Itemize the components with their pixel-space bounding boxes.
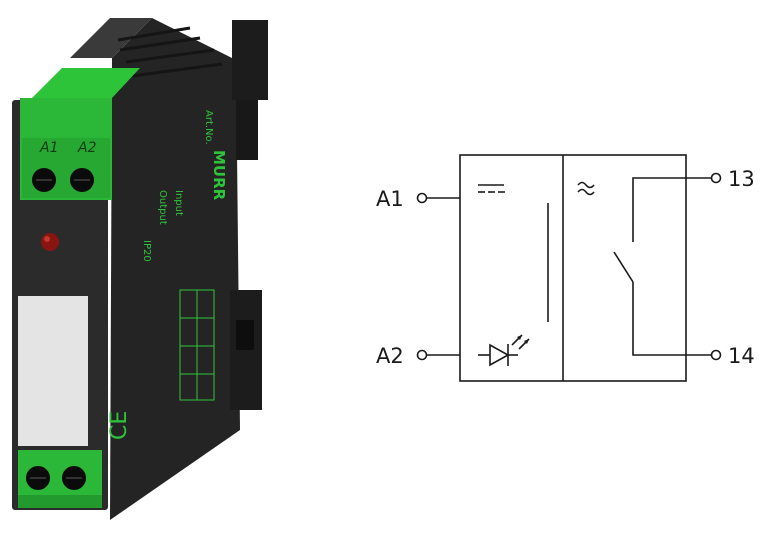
side-markings: Art.No. Input Output IP20 <box>141 110 214 262</box>
terminal-13 <box>710 172 722 184</box>
housing-top <box>70 18 152 58</box>
output-contact-icon <box>613 177 712 356</box>
terminal-label-a2: A2 <box>77 140 97 156</box>
ac-output-icon <box>577 181 595 196</box>
din-rail-clip <box>230 20 268 410</box>
marking-ip: IP20 <box>141 240 152 262</box>
label-plate <box>18 296 88 446</box>
label-a2: A2 <box>376 344 404 368</box>
marking-input: Input <box>173 190 184 216</box>
marking-artno: Art.No. <box>203 110 214 145</box>
led-symbol-icon <box>478 334 530 367</box>
status-led <box>41 233 59 251</box>
bottom-terminal-block <box>18 450 102 508</box>
label-a1: A1 <box>376 187 404 211</box>
housing-side <box>110 18 240 520</box>
brand-logo: MURR <box>210 150 228 201</box>
relay-module-photo: A1 A2 CE Art.No. Input Output IP20 MURR <box>12 18 268 520</box>
dc-input-icon <box>478 184 505 193</box>
label-14: 14 <box>728 344 755 368</box>
wiring-diagram: A1 A2 <box>376 154 755 382</box>
terminal-a1 <box>416 192 428 204</box>
ce-mark: CE <box>107 411 132 440</box>
terminal-label-a1: A1 <box>39 140 58 156</box>
terminal-14 <box>710 349 722 361</box>
marking-output: Output <box>157 190 168 225</box>
module-box <box>459 154 687 382</box>
terminal-a2 <box>416 349 428 361</box>
label-13: 13 <box>728 167 755 191</box>
wiring-symbol-print <box>179 289 215 401</box>
top-terminal-block: A1 A2 <box>20 68 140 200</box>
